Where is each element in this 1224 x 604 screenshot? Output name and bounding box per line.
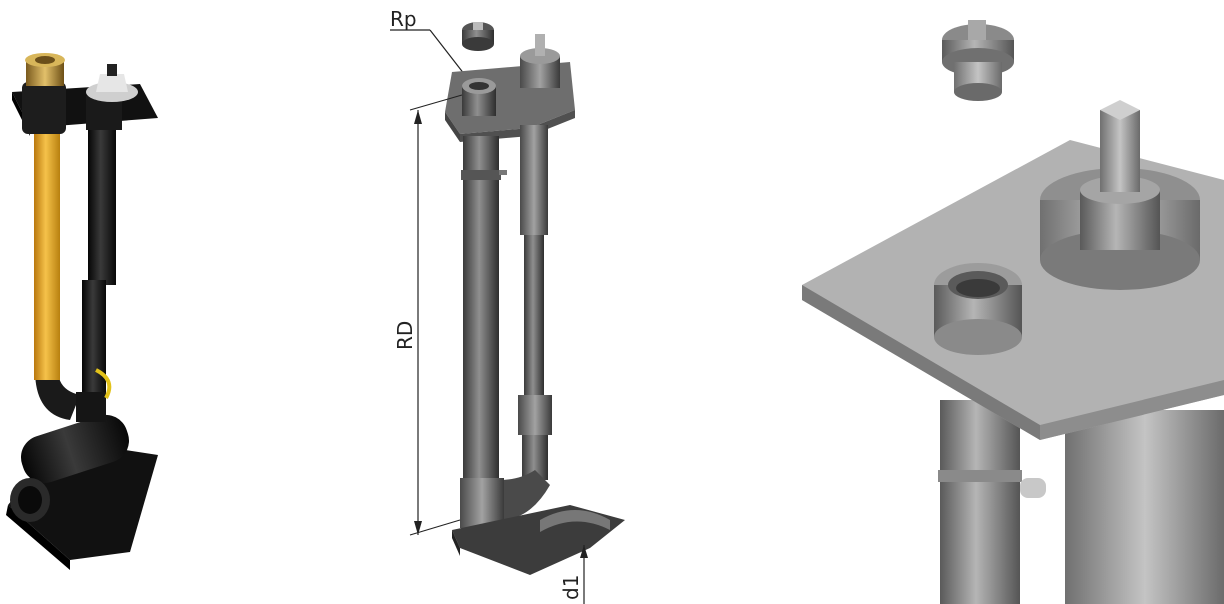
valve-assembly-photo: [6, 53, 158, 570]
dimension-drawing: Rp: [360, 0, 660, 604]
rd-label: RD: [393, 321, 417, 350]
d1-label: d1: [559, 575, 583, 600]
valve-assembly-drawing: Rp: [390, 7, 625, 604]
closeup-render: [780, 0, 1224, 604]
product-photo: [0, 0, 200, 604]
rp-label: Rp: [390, 7, 417, 31]
top-plate-closeup: [802, 20, 1224, 604]
